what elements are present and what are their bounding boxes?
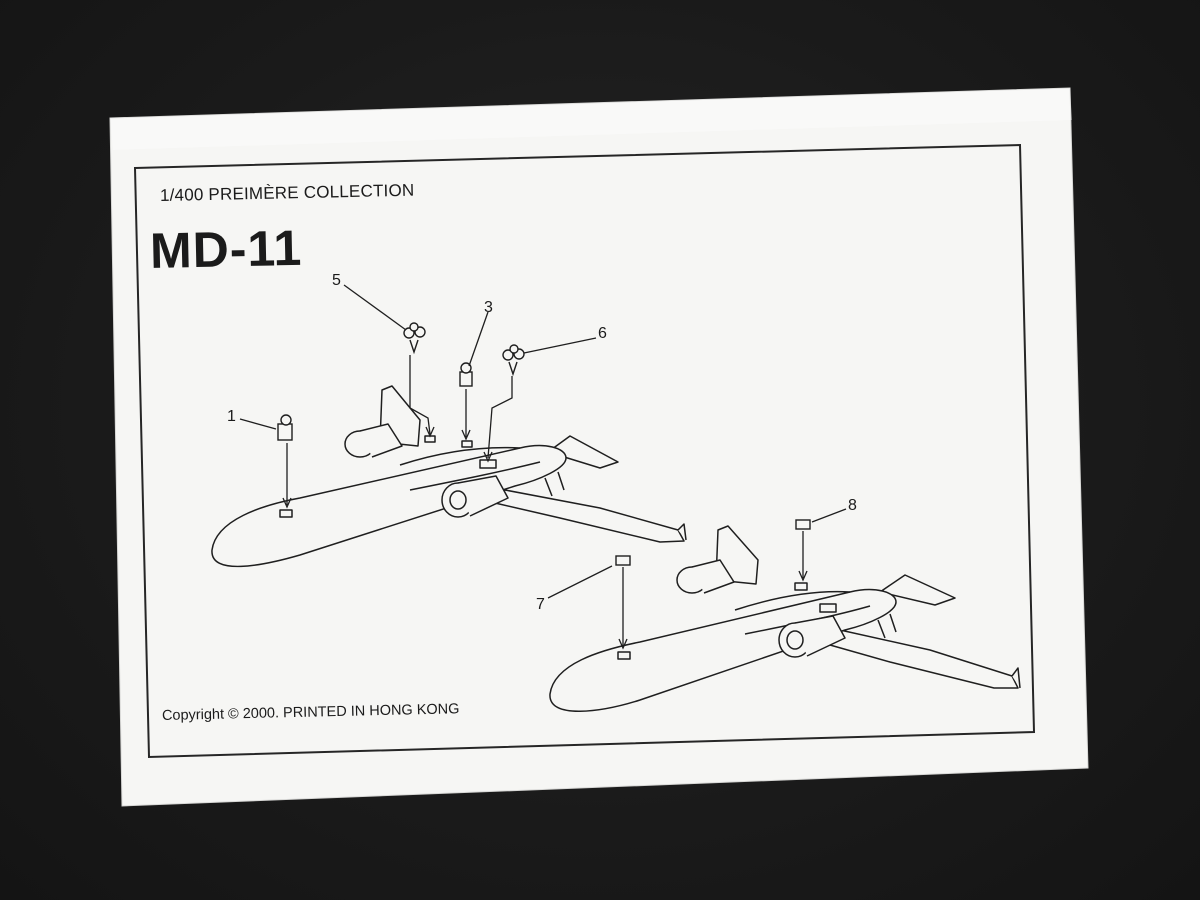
- leader-lines-1: [239, 284, 597, 509]
- leader-lines-2: [547, 508, 847, 650]
- part-figures-1: [277, 322, 525, 441]
- callout-1: 1: [227, 408, 236, 425]
- aircraft-drawing-1: [211, 385, 687, 568]
- model-title: MD-11: [149, 219, 303, 279]
- sheet-border: [133, 143, 1036, 759]
- callout-5: 5: [332, 272, 341, 289]
- callout-6: 6: [598, 325, 607, 342]
- aircraft-drawing-2: [549, 525, 1021, 712]
- callout-8: 8: [848, 497, 857, 514]
- part-figures-2: [615, 519, 811, 566]
- callout-7: 7: [536, 596, 545, 613]
- callout-3: 3: [484, 299, 493, 316]
